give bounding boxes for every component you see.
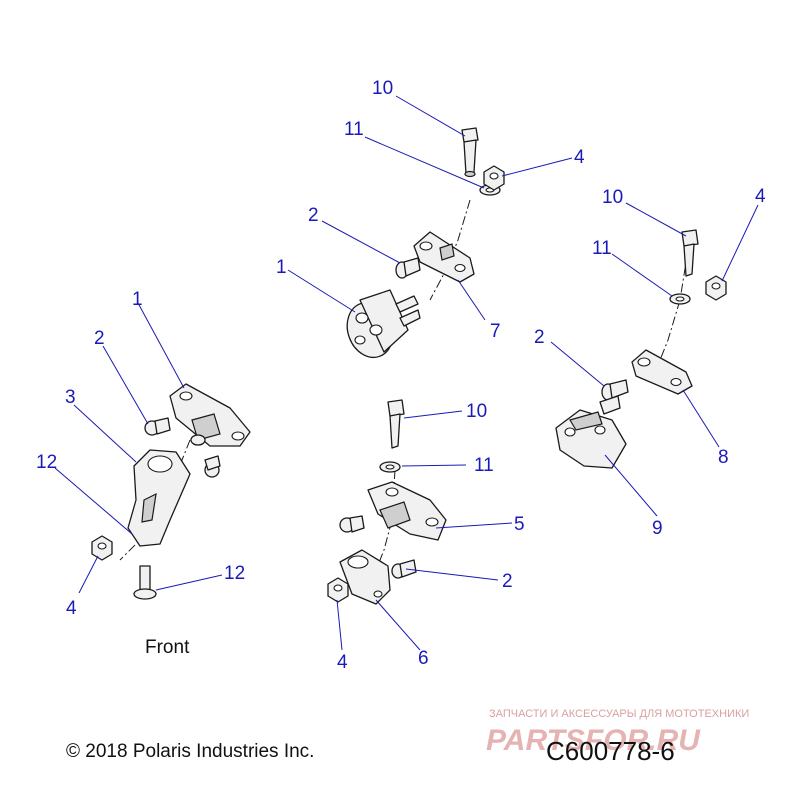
nut-4-front <box>91 535 113 561</box>
bolt-10-bottom <box>387 399 405 449</box>
watermark-tagline: ЗАПЧАСТИ И АКСЕССУАРЫ ДЛЯ МОТОТЕХНИКИ <box>489 708 749 720</box>
nut-4-top <box>483 165 505 191</box>
callout-11-top: 11 <box>344 119 364 140</box>
callout-4-bottom: 4 <box>337 652 348 673</box>
right-centerline <box>655 249 689 371</box>
mount-1-top <box>346 289 421 359</box>
mount-1-front <box>169 383 251 447</box>
callout-10-right: 10 <box>602 187 623 208</box>
callout-5: 5 <box>514 514 525 535</box>
callout-1-top: 1 <box>276 257 287 278</box>
callout-7: 7 <box>490 321 501 342</box>
front-assembly <box>91 383 251 600</box>
callout-10-top: 10 <box>372 78 393 99</box>
diagram-code: C600778-6 <box>546 736 675 766</box>
callout-11-bottom: 11 <box>474 455 494 476</box>
bolt-front-right <box>204 455 221 478</box>
callout-4-front: 4 <box>66 598 77 619</box>
watermark: ЗАПЧАСТИ И АКСЕССУАРЫ ДЛЯ МОТОТЕХНИКИ PA… <box>486 708 749 757</box>
bolt-12-front <box>133 565 157 600</box>
callout-11-right: 11 <box>592 238 612 259</box>
mount-5 <box>367 481 447 541</box>
front-centerline <box>119 439 191 561</box>
bottom-center-assembly <box>327 399 447 605</box>
nut-4-right <box>705 275 727 301</box>
bracket-3 <box>127 449 191 547</box>
bolt-2-front <box>144 417 171 436</box>
bracket-7 <box>413 231 475 283</box>
callout-9: 9 <box>652 518 663 539</box>
callout-numbers: 10 11 4 2 1 7 10 11 4 2 8 9 1 2 3 12 4 1… <box>36 78 766 673</box>
bolt-10-right <box>681 229 699 277</box>
bolt-2-bottom-left <box>339 515 365 533</box>
leader-lines <box>54 95 759 651</box>
callout-8: 8 <box>718 447 729 468</box>
callout-3: 3 <box>65 387 76 408</box>
callout-4-right: 4 <box>755 186 766 207</box>
callout-10-bottom: 10 <box>466 401 487 422</box>
nut-4-bottom <box>327 577 349 603</box>
watermark-brand: PARTSFOR.RU <box>486 724 701 757</box>
mount-9 <box>555 395 627 469</box>
callout-2-right: 2 <box>534 327 545 348</box>
bolt-2-bottom <box>391 559 417 579</box>
callout-6: 6 <box>418 648 429 669</box>
bolt-2-right <box>601 379 629 401</box>
callout-2-bottom: 2 <box>502 571 513 592</box>
callout-2-top: 2 <box>308 205 319 226</box>
bolt-10-top <box>461 127 479 178</box>
front-label: Front <box>145 637 190 658</box>
bracket-8 <box>631 349 693 395</box>
callout-1-front: 1 <box>132 289 143 310</box>
callout-4-top: 4 <box>574 147 585 168</box>
callout-12-front-top: 12 <box>36 452 57 473</box>
top-center-assembly <box>346 127 505 359</box>
copyright-text: © 2018 Polaris Industries Inc. <box>66 741 314 762</box>
right-assembly <box>555 229 727 469</box>
callout-2-front: 2 <box>94 328 105 349</box>
callout-12-front-bottom: 12 <box>224 563 245 584</box>
clamp-6 <box>339 549 391 605</box>
bolt-2-top <box>395 257 421 279</box>
